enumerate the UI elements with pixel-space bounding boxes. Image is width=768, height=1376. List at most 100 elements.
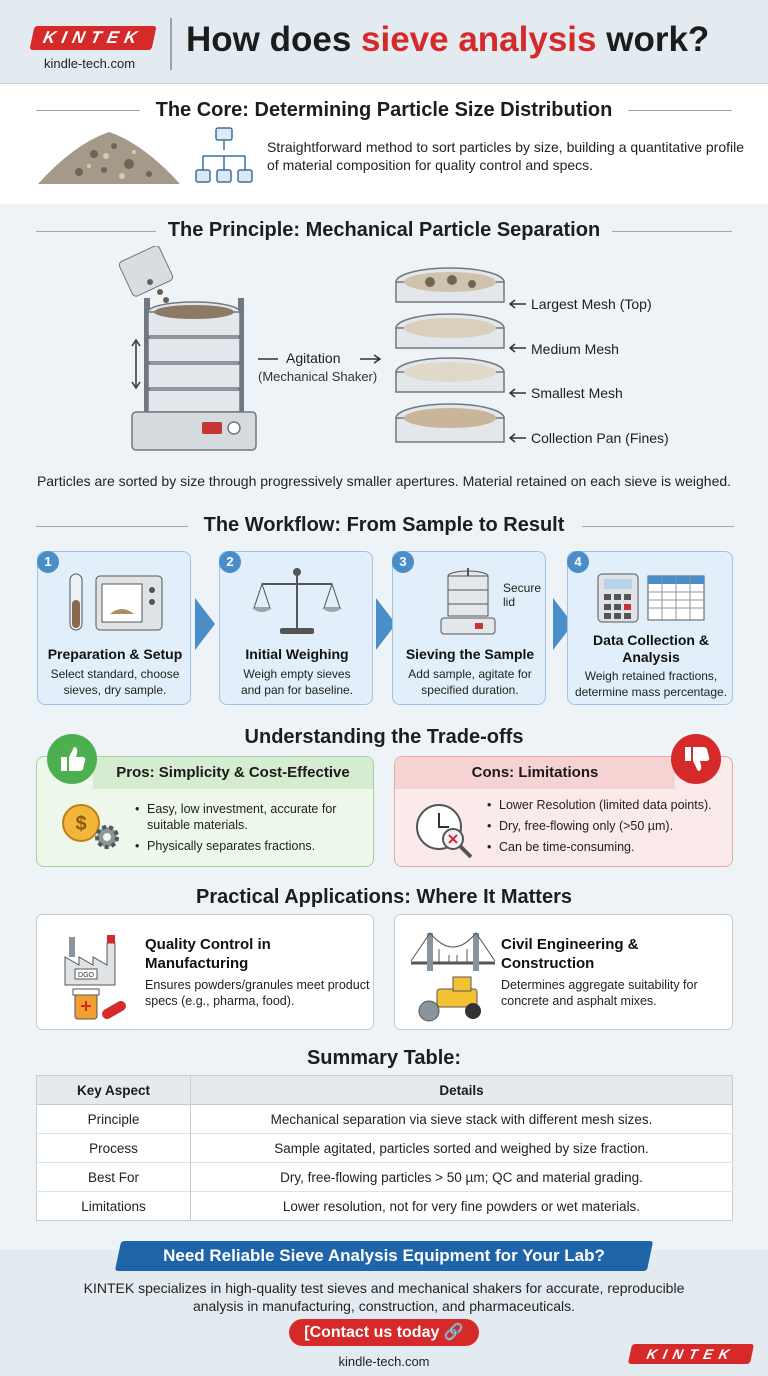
thumbs-down-icon (671, 734, 721, 784)
workflow-title: The Workflow: From Sample to Result (203, 514, 565, 536)
site-url[interactable]: kindle-tech.com (44, 56, 136, 71)
column-header: Details (190, 1075, 733, 1105)
sieve-stack-illustration (395, 267, 505, 443)
table-cell: Best For (36, 1162, 191, 1192)
kintek-logo[interactable]: KINTEK (29, 26, 157, 50)
mesh-pointers (508, 299, 526, 443)
label-largest-mesh: Largest Mesh (Top) (531, 296, 652, 312)
table-cell: Principle (36, 1104, 191, 1134)
secure-lid-label: Secure lid (503, 581, 542, 609)
step-title: Sieving the Sample (405, 646, 535, 662)
table-cell: Limitations (36, 1191, 191, 1221)
cons-list: Lower Resolution (limited data points). … (487, 797, 727, 860)
step-desc: Weigh empty sieves and pan for baseline. (240, 667, 354, 697)
particle-pile-icon (38, 132, 180, 184)
step-desc: Add sample, agitate for specified durati… (408, 667, 532, 697)
workflow-step-4: 4 Data Collection & Analysis Weigh retai… (567, 551, 733, 705)
step-arrow-icon (376, 598, 396, 650)
table-cell: Lower resolution, not for very fine powd… (190, 1191, 733, 1221)
pros-item: Easy, low investment, accurate for suita… (135, 801, 365, 833)
flowchart-icon (195, 127, 253, 183)
coin-gear-icon: $ (62, 804, 119, 849)
step-number: 3 (392, 551, 414, 573)
application-title: Civil Engineering & Construction (501, 936, 639, 972)
cta-banner-text: Need Reliable Sieve Analysis Equipment f… (163, 1246, 605, 1265)
cons-item: Dry, free-flowing only (>50 µm). (487, 818, 727, 834)
label-collection-pan: Collection Pan (Fines) (531, 430, 669, 446)
core-description: Straightforward method to sort particles… (267, 139, 745, 173)
step-number: 2 (219, 551, 241, 573)
footer-description: KINTEK specializes in high-quality test … (83, 1280, 685, 1314)
pros-title: Pros: Simplicity & Cost-Effective (93, 757, 373, 789)
divider (582, 526, 734, 527)
divider (36, 231, 156, 232)
table-cell: Sample agitated, particles sorted and we… (190, 1133, 733, 1163)
workflow-step-3: 3 Secure lid Sieving the Sample Add samp… (392, 551, 546, 705)
balance-scale-icon (252, 568, 342, 634)
step-title: Initial Weighing (245, 646, 349, 662)
divider (36, 526, 188, 527)
label-medium-mesh: Medium Mesh (531, 341, 619, 357)
step-number: 4 (567, 551, 589, 573)
lab-oven-icon (69, 573, 163, 631)
step-title: Preparation & Setup (47, 646, 183, 662)
table-cell: Dry, free-flowing particles > 50 µm; QC … (190, 1162, 733, 1192)
title-highlight: sieve analysis (361, 20, 597, 59)
clock-magnifier-icon (416, 804, 473, 859)
application-title: Quality Control in Manufacturing (145, 936, 271, 972)
title-pre: How does (186, 20, 362, 59)
summary-title: Summary Table: (306, 1047, 462, 1069)
link-icon: 🔗 (443, 1324, 464, 1341)
divider (612, 231, 732, 232)
footer-site-url[interactable]: kindle-tech.com (338, 1354, 430, 1369)
label-smallest-mesh: Smallest Mesh (531, 385, 623, 401)
bridge-roller-icon (410, 932, 496, 1022)
sieve-shaker-illustration (118, 246, 257, 451)
workflow-step-1: 1 Preparation & Setup Select standard, c… (37, 551, 191, 705)
contact-label: [Contact us today (304, 1324, 440, 1341)
agitation-sublabel: (Mechanical Shaker) (258, 369, 378, 384)
agitation-arrows (258, 354, 382, 364)
factory-sign: DGO (78, 972, 95, 979)
divider (628, 110, 732, 111)
step-desc: Select standard, choose sieves, dry samp… (50, 667, 180, 697)
tradeoffs-title: Understanding the Trade-offs (244, 726, 524, 748)
page-title: How does sieve analysis work? (186, 20, 709, 60)
pros-box: Pros: Simplicity & Cost-Effective $ Easy… (36, 756, 374, 867)
contact-button[interactable]: [Contact us today 🔗 (289, 1319, 479, 1346)
applications-title: Practical Applications: Where It Matters (195, 886, 572, 908)
kintek-logo-footer[interactable]: KINTEK (627, 1344, 755, 1364)
divider (36, 110, 140, 111)
core-title: The Core: Determining Particle Size Dist… (155, 99, 613, 121)
column-header: Key Aspect (36, 1075, 191, 1105)
workflow-step-2: 2 Initial Weighing Weigh empty sieves an… (219, 551, 373, 705)
step-number: 1 (37, 551, 59, 573)
table-cell: Mechanical separation via sieve stack wi… (190, 1104, 733, 1134)
application-desc: Ensures powders/granules meet product sp… (145, 978, 370, 1008)
principle-caption: Particles are sorted by size through pro… (36, 473, 732, 489)
header-divider (170, 18, 172, 70)
cons-item: Lower Resolution (limited data points). (487, 797, 727, 813)
step-desc: Weigh retained fractions, determine mass… (574, 669, 728, 699)
calculator-spreadsheet-icon (597, 573, 705, 623)
table-header-row: Key Aspect Details (36, 1075, 733, 1105)
title-post: work? (596, 20, 710, 59)
application-card-manufacturing: DGO Quality Control in Manufacturing Ens… (36, 914, 374, 1030)
cons-title: Cons: Limitations (395, 757, 675, 789)
pros-item: Physically separates fractions. (135, 838, 365, 854)
step-arrow-icon (195, 598, 215, 650)
svg-text:$: $ (75, 813, 86, 835)
cons-item: Can be time-consuming. (487, 839, 727, 855)
agitation-label: Agitation (286, 350, 341, 366)
application-card-civil: Civil Engineering & Construction Determi… (394, 914, 733, 1030)
step-title: Data Collection & Analysis (593, 632, 709, 665)
thumbs-up-icon (47, 734, 97, 784)
table-cell: Process (36, 1133, 191, 1163)
application-desc: Determines aggregate suitability for con… (501, 978, 698, 1008)
factory-medicine-icon: DGO (64, 935, 126, 1020)
